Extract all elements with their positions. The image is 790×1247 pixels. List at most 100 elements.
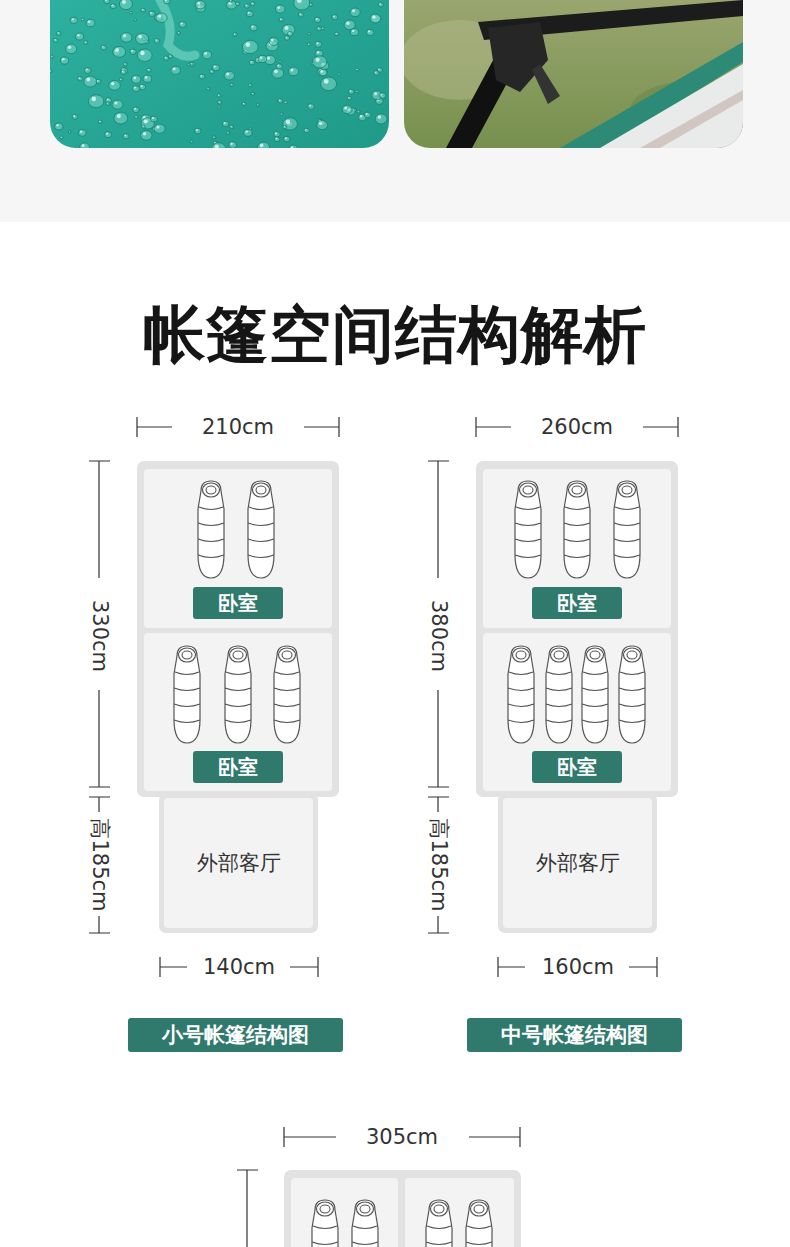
- water-drop: [282, 24, 295, 35]
- sleeping-bag: [174, 646, 200, 743]
- dimension-label: 380cm: [427, 598, 450, 674]
- water-drop: [275, 5, 285, 13]
- large-tent-plan: [284, 1170, 521, 1247]
- drop-highlight: [105, 0, 107, 1]
- water-drop: [366, 29, 373, 35]
- drop-highlight: [271, 39, 274, 42]
- water-drop: [321, 77, 337, 91]
- drop-highlight: [123, 34, 126, 37]
- bedroom-area: [291, 1178, 398, 1247]
- drop-highlight: [124, 135, 126, 137]
- bedroom-area: [144, 469, 332, 628]
- drop-highlight: [319, 122, 322, 125]
- water-drop: [284, 101, 287, 104]
- drop-highlight: [358, 111, 359, 112]
- drop-highlight: [230, 0, 231, 1]
- water-drop: [133, 107, 140, 113]
- drop-highlight: [317, 51, 319, 53]
- drop-highlight: [112, 5, 114, 7]
- water-drop: [250, 25, 257, 31]
- drop-highlight: [142, 126, 143, 127]
- bedroom-box: 卧室: [144, 469, 332, 628]
- drop-highlight: [381, 94, 383, 96]
- water-drop: [142, 125, 146, 128]
- water-drop: [141, 8, 146, 12]
- drop-highlight: [102, 46, 104, 48]
- water-drop: [105, 132, 112, 138]
- drop-highlight: [214, 66, 216, 68]
- drop-highlight: [214, 142, 215, 143]
- room-label: 卧室: [532, 751, 622, 783]
- drop-highlight: [316, 58, 320, 62]
- water-drop: [156, 13, 167, 23]
- water-drop: [248, 84, 252, 87]
- drop-highlight: [192, 63, 194, 65]
- drop-highlight: [134, 19, 136, 21]
- drop-highlight: [72, 18, 74, 20]
- water-drop: [350, 8, 360, 17]
- water-drop: [321, 27, 324, 30]
- water-drop: [338, 73, 341, 75]
- drop-highlight: [218, 106, 220, 108]
- drop-highlight: [86, 69, 88, 71]
- drop-highlight: [207, 88, 208, 89]
- water-drop: [80, 143, 90, 148]
- drop-highlight: [252, 93, 253, 94]
- tent-fabric: [600, 64, 743, 148]
- water-drop: [143, 75, 152, 82]
- water-drop: [244, 129, 252, 136]
- room-label: 外部客厅: [164, 798, 313, 928]
- drop-highlight: [82, 144, 85, 147]
- drop-highlight: [143, 132, 146, 135]
- water-drop: [195, 128, 202, 134]
- water-drop: [304, 128, 309, 133]
- drop-highlight: [145, 76, 148, 79]
- drop-highlight: [106, 133, 108, 135]
- water-drop: [187, 63, 190, 65]
- drop-highlight: [131, 50, 133, 52]
- drop-highlight: [321, 70, 323, 72]
- drop-highlight: [69, 131, 71, 133]
- drop-highlight: [86, 78, 90, 82]
- drop-highlight: [257, 104, 259, 106]
- water-drop: [150, 116, 157, 122]
- water-drop: [60, 136, 63, 139]
- drop-highlight: [280, 18, 281, 19]
- drop-highlight: [227, 132, 228, 133]
- drop-highlight: [61, 137, 62, 138]
- drop-highlight: [333, 15, 335, 17]
- dimension-label: 330cm: [88, 598, 111, 674]
- water-drop: [279, 18, 284, 22]
- water-drop: [68, 131, 71, 133]
- living-outline: [159, 793, 318, 933]
- dimension-label: 高185cm: [88, 816, 111, 913]
- drop-highlight: [62, 58, 65, 61]
- water-drop: [342, 105, 352, 113]
- water-drop: [101, 45, 107, 50]
- dimension-label: 160cm: [540, 956, 616, 979]
- water-drop: [364, 112, 371, 118]
- water-drop: [370, 14, 381, 23]
- drop-highlight: [378, 115, 382, 119]
- drop-highlight: [236, 3, 237, 4]
- water-drop: [274, 137, 280, 142]
- water-drop: [57, 32, 62, 36]
- water-drop: [227, 132, 230, 135]
- drop-highlight: [352, 9, 355, 12]
- drop-highlight: [372, 15, 375, 18]
- water-drop: [171, 66, 181, 74]
- water-drop: [226, 1, 236, 10]
- drop-highlight: [224, 122, 226, 124]
- water-drop: [50, 70, 52, 73]
- water-drop: [66, 44, 77, 54]
- drop-highlight: [155, 39, 157, 41]
- drop-highlight: [308, 33, 310, 35]
- water-drop: [283, 118, 298, 130]
- drop-highlight: [384, 144, 386, 146]
- drop-highlight: [138, 35, 142, 39]
- bedroom-box: 卧室: [483, 633, 671, 791]
- water-drop: [313, 56, 327, 68]
- water-drop: [84, 68, 91, 74]
- living-outline: [498, 793, 657, 933]
- sleeping-bag: [466, 1200, 492, 1247]
